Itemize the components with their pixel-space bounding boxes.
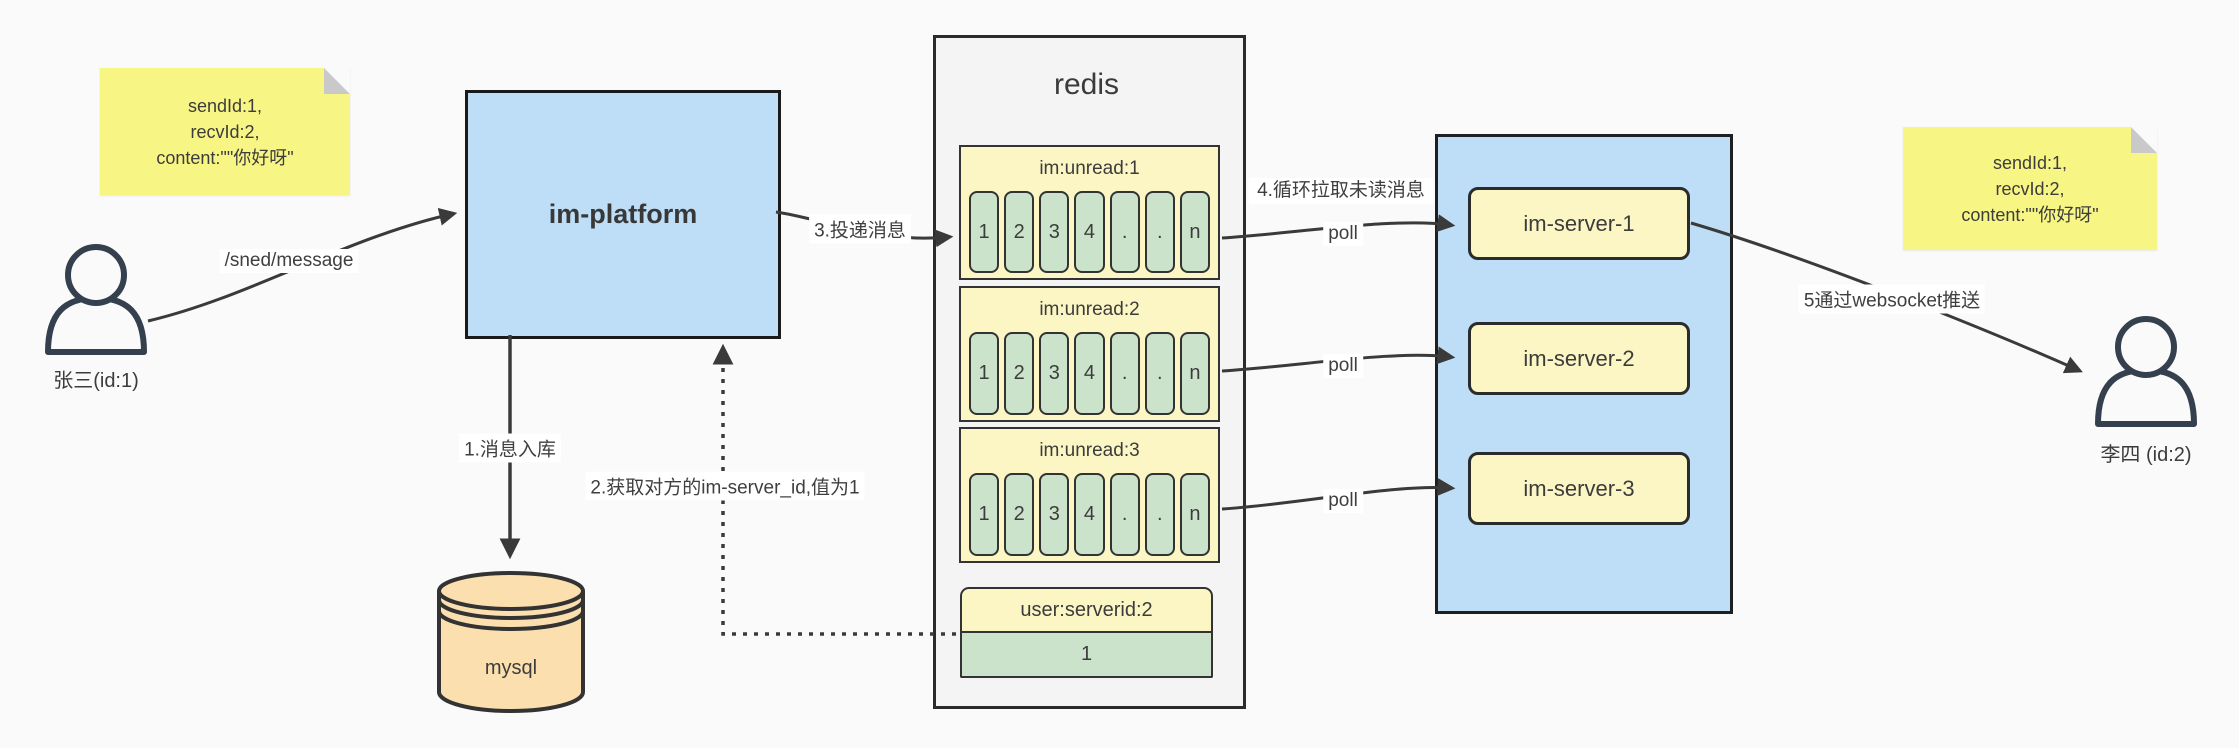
queue-cell: 1 xyxy=(969,473,1000,556)
label-send-message: /sned/message xyxy=(219,249,359,273)
label-poll-1: poll xyxy=(1323,222,1363,246)
queue-cell: . xyxy=(1144,191,1175,273)
mysql-cylinder-icon: mysql xyxy=(437,571,585,713)
person-head xyxy=(65,244,127,306)
queue-cell: 2 xyxy=(1004,191,1035,273)
queue-cells: 1 2 3 4 . . n xyxy=(969,332,1210,415)
message-note-left: sendId:1, recvId:2, content:""你好呀" xyxy=(100,68,350,195)
label-step1: 1.消息入库 xyxy=(459,433,561,463)
queue-cell: n xyxy=(1179,332,1210,415)
message-note-right: sendId:1, recvId:2, content:""你好呀" xyxy=(1903,127,2157,250)
queue-cell: n xyxy=(1179,473,1210,556)
label-step3: 3.投递消息 xyxy=(809,214,911,244)
queue-cell: 4 xyxy=(1074,473,1105,556)
person-body xyxy=(45,295,147,355)
queue-cell: . xyxy=(1109,332,1140,415)
queue-im-unread-3: im:unread:3 1 2 3 4 . . n xyxy=(959,427,1220,563)
queue-cells: 1 2 3 4 . . n xyxy=(969,191,1210,273)
person-head xyxy=(2115,316,2177,378)
queue-cell: . xyxy=(1144,332,1175,415)
im-server-3-box: im-server-3 xyxy=(1468,452,1690,525)
queue-header: im:unread:2 xyxy=(1039,299,1140,320)
label-poll-3: poll xyxy=(1323,489,1363,513)
sender-label: 张三(id:1) xyxy=(53,370,139,392)
redis-title: redis xyxy=(1053,68,1120,101)
queue-cells: 1 2 3 4 . . n xyxy=(969,473,1210,556)
queue-cell: . xyxy=(1109,473,1140,556)
queue-cell: . xyxy=(1109,191,1140,273)
queue-cell: 4 xyxy=(1074,332,1105,415)
cylinder-outline xyxy=(437,591,585,713)
queue-cell: 2 xyxy=(1004,332,1035,415)
im-platform-label: im-platform xyxy=(548,199,698,229)
cylinder-top xyxy=(437,571,585,611)
note-line: sendId:1, xyxy=(187,95,263,116)
user-serverid-header: user:serverid:2 xyxy=(960,587,1213,633)
person-body xyxy=(2095,367,2197,427)
label-step2: 2.获取对方的im-server_id,值为1 xyxy=(585,471,865,501)
note-line: recvId:2, xyxy=(190,121,260,142)
note-line: content:""你好呀" xyxy=(1961,204,2099,225)
queue-cell: 4 xyxy=(1074,191,1105,273)
user-serverid-value: 1 xyxy=(960,633,1213,678)
cylinder-ring xyxy=(437,599,585,620)
label-poll-2: poll xyxy=(1323,354,1363,378)
receiver-label: 李四 (id:2) xyxy=(2100,444,2192,466)
queue-cell: n xyxy=(1179,191,1210,273)
queue-header: im:unread:1 xyxy=(1039,158,1140,179)
mysql-label: mysql xyxy=(485,657,537,679)
queue-im-unread-1: im:unread:1 1 2 3 4 . . n xyxy=(959,145,1220,280)
label-step4: 4.循环拉取未读消息 xyxy=(1248,178,1434,204)
note-line: content:""你好呀" xyxy=(156,147,294,168)
queue-cell: 3 xyxy=(1039,473,1070,556)
cylinder-body xyxy=(439,591,583,711)
im-platform-box: im-platform xyxy=(465,90,781,339)
queue-cell: 1 xyxy=(969,191,1000,273)
queue-im-unread-2: im:unread:2 1 2 3 4 . . n xyxy=(959,286,1220,422)
queue-header: im:unread:3 xyxy=(1039,440,1140,461)
note-line: sendId:1, xyxy=(1992,152,2068,173)
note-line: recvId:2, xyxy=(1995,178,2065,199)
receiver-person-icon xyxy=(2095,316,2197,427)
im-server-2-box: im-server-2 xyxy=(1468,322,1690,395)
sender-person-icon xyxy=(45,244,147,355)
im-server-1-box: im-server-1 xyxy=(1468,187,1690,260)
queue-cell: 3 xyxy=(1039,332,1070,415)
user-serverid-block: user:serverid:2 1 xyxy=(960,587,1213,678)
queue-cell: 1 xyxy=(969,332,1000,415)
cylinder-ring xyxy=(437,610,585,631)
queue-cell: . xyxy=(1144,473,1175,556)
label-step5: 5通过websocket推送 xyxy=(1798,284,1986,314)
queue-cell: 2 xyxy=(1004,473,1035,556)
queue-cell: 3 xyxy=(1039,191,1070,273)
